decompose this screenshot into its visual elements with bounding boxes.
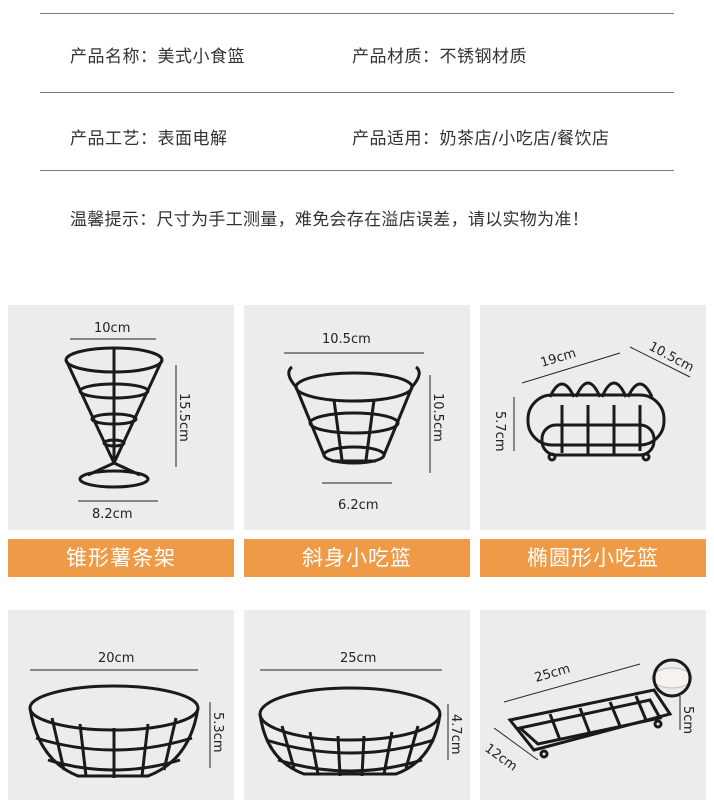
spec-name: 产品名称：美式小食篮 <box>70 47 245 67</box>
sauce-cup <box>651 667 693 689</box>
dim-length: 25cm <box>533 661 572 685</box>
product-label-cone: 锥形薯条架 <box>8 539 234 577</box>
cone-holder-drawing: 10cm 15.5cm 8.2cm <box>64 321 191 522</box>
divider-middle <box>40 92 674 93</box>
dim-length: 19cm <box>539 346 578 371</box>
dim-width: 10.5cm <box>322 332 371 347</box>
product-image-slant-basket: 10.5cm 10.5cm 6.2cm <box>244 305 470 530</box>
oval-basket-drawing: 19cm 10.5cm 5.7cm <box>492 339 696 462</box>
dim-base: 6.2cm <box>338 498 379 513</box>
rect-basket-drawing: 25cm 12cm 5cm <box>482 658 695 775</box>
product-image-round-basket-25: 25cm 4.7cm <box>244 610 470 800</box>
spec-craft: 产品工艺：表面电解 <box>70 129 228 149</box>
product-image-oval-basket: 19cm 10.5cm 5.7cm <box>480 305 706 530</box>
dim-height: 5.3cm <box>210 712 225 753</box>
dim-diameter: 25cm <box>340 651 376 666</box>
round-basket-25-drawing: 25cm 4.7cm <box>258 651 463 777</box>
dim-height: 15.5cm <box>176 393 191 442</box>
slant-basket-drawing: 10.5cm 10.5cm 6.2cm <box>284 332 445 513</box>
spec-material: 产品材质：不锈钢材质 <box>352 47 527 67</box>
divider-bottom <box>40 170 674 171</box>
dim-width: 12cm <box>482 741 520 775</box>
product-image-cone-holder: 10cm 15.5cm 8.2cm <box>8 305 234 530</box>
product-image-rect-basket: 25cm 12cm 5cm <box>480 610 706 800</box>
dim-width: 10.5cm <box>646 339 696 375</box>
dim-height: 5.7cm <box>492 411 507 452</box>
spec-usage: 产品适用：奶茶店/小吃店/餐饮店 <box>352 129 610 149</box>
dim-height: 4.7cm <box>448 714 463 755</box>
divider-top <box>40 13 674 14</box>
dim-width: 10cm <box>94 321 130 336</box>
product-label-slant: 斜身小吃篮 <box>244 539 470 577</box>
product-image-round-basket-20: 20cm 5.3cm <box>8 610 234 800</box>
measurement-note: 温馨提示：尺寸为手工测量，难免会存在溢店误差，请以实物为准！ <box>70 210 589 230</box>
dim-base: 8.2cm <box>92 507 133 522</box>
round-basket-20-drawing: 20cm 5.3cm <box>28 651 225 778</box>
dim-height: 5cm <box>680 706 695 734</box>
product-label-oval: 椭圆形小吃篮 <box>480 539 706 577</box>
dim-height: 10.5cm <box>430 393 445 442</box>
dim-diameter: 20cm <box>98 651 134 666</box>
